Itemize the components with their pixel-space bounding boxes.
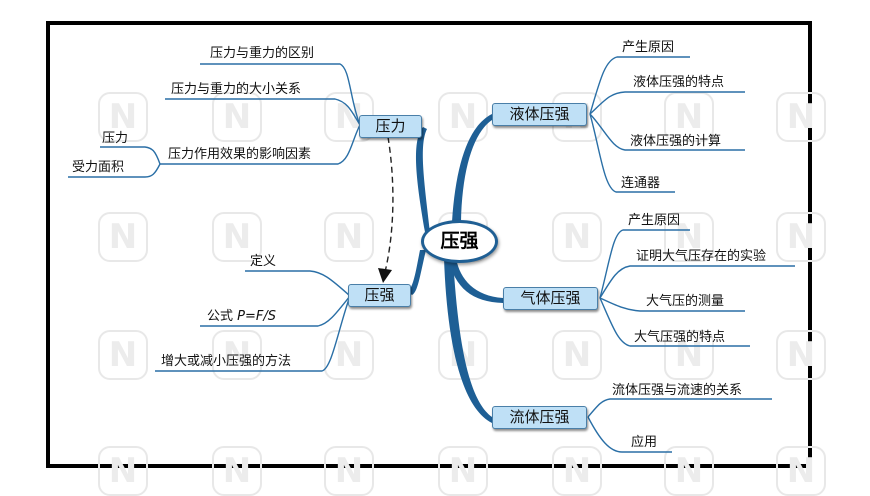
n-logo-icon: N — [664, 330, 714, 380]
n-logo-icon: N — [776, 212, 826, 262]
label-liquid-connector: 连通器 — [621, 176, 661, 191]
label-pressure-relation: 压力与重力的大小关系 — [171, 82, 302, 97]
label-factor-pressure: 压力 — [102, 131, 129, 146]
dashed-relation-arrow — [384, 136, 394, 273]
n-logo-icon: N — [98, 92, 148, 142]
label-methods: 增大或减小压强的方法 — [161, 354, 292, 369]
n-logo-icon: N — [664, 446, 714, 496]
n-logo-icon: N — [438, 92, 488, 142]
label-factor-area: 受力面积 — [72, 160, 125, 175]
node-pressure[interactable]: 压力 — [359, 115, 422, 138]
node-fluid-pressure[interactable]: 流体压强 — [492, 406, 587, 429]
n-logo-icon: N — [776, 446, 826, 496]
line-factor-pressure — [100, 146, 161, 165]
trunk-to-liquid — [452, 114, 492, 222]
trunk-to-pressure — [416, 127, 430, 232]
label-liquid-cause: 产生原因 — [622, 40, 675, 55]
line-gas-features — [599, 297, 750, 347]
line-liquid-features — [589, 91, 745, 115]
node-gas-pressure[interactable]: 气体压强 — [503, 287, 598, 310]
line-gas-experiment — [599, 265, 795, 299]
node-liquid-pressure[interactable]: 液体压强 — [492, 103, 587, 126]
line-intensity-definition — [245, 270, 351, 297]
n-logo-icon: N — [664, 92, 714, 142]
line-fluid-apply — [587, 416, 672, 453]
label-pressure-factors: 压力作用效果的影响因素 — [168, 147, 312, 162]
line-factor-area — [68, 163, 161, 178]
n-logo-icon: N — [212, 212, 262, 262]
label-fluid-relation: 流体压强与流速的关系 — [612, 383, 743, 398]
n-logo-icon: N — [98, 330, 148, 380]
n-logo-icon: N — [212, 92, 262, 142]
n-logo-icon: N — [776, 330, 826, 380]
trunk-to-gas — [448, 258, 503, 303]
line-intensity-formula — [200, 295, 351, 327]
line-gas-measure — [599, 297, 745, 312]
n-logo-icon: N — [324, 330, 374, 380]
line-liquid-calc — [589, 113, 745, 151]
line-pressure-relation — [165, 98, 361, 126]
line-fluid-relation — [587, 398, 772, 418]
label-gas-measure: 大气压的测量 — [646, 294, 725, 309]
n-logo-icon: N — [552, 212, 602, 262]
label-liquid-calc: 液体压强的计算 — [630, 134, 722, 149]
n-logo-icon: N — [212, 330, 262, 380]
n-logo-icon: N — [664, 212, 714, 262]
arrow-head-icon — [378, 268, 392, 283]
trunk-to-intensity — [408, 250, 426, 295]
label-gas-cause: 产生原因 — [628, 213, 681, 228]
trunk-to-fluid — [444, 258, 492, 423]
label-definition: 定义 — [250, 254, 277, 269]
label-pressure-difference: 压力与重力的区别 — [210, 46, 315, 61]
label-liquid-features: 液体压强的特点 — [633, 75, 725, 90]
label-formula: 公式 P=F/S — [207, 309, 276, 325]
n-logo-icon: N — [324, 446, 374, 496]
node-pressure-intensity[interactable]: 压强 — [348, 284, 411, 307]
label-gas-features: 大气压强的特点 — [634, 330, 726, 345]
label-formula-expression: P=F/S — [237, 309, 276, 324]
line-intensity-methods — [155, 295, 351, 372]
line-liquid-connector — [589, 113, 675, 193]
label-gas-experiment: 证明大气压存在的实验 — [636, 249, 767, 264]
n-logo-icon: N — [552, 330, 602, 380]
label-formula-prefix: 公式 — [207, 309, 238, 324]
n-logo-icon: N — [776, 92, 826, 142]
line-pressure-difference — [200, 63, 361, 126]
label-fluid-apply: 应用 — [631, 435, 658, 450]
line-gas-cause — [599, 229, 690, 299]
n-logo-icon: N — [324, 212, 374, 262]
line-pressure-factors — [160, 124, 361, 165]
n-logo-icon: N — [98, 212, 148, 262]
line-liquid-cause — [589, 56, 690, 115]
center-node[interactable]: 压强 — [421, 220, 498, 263]
